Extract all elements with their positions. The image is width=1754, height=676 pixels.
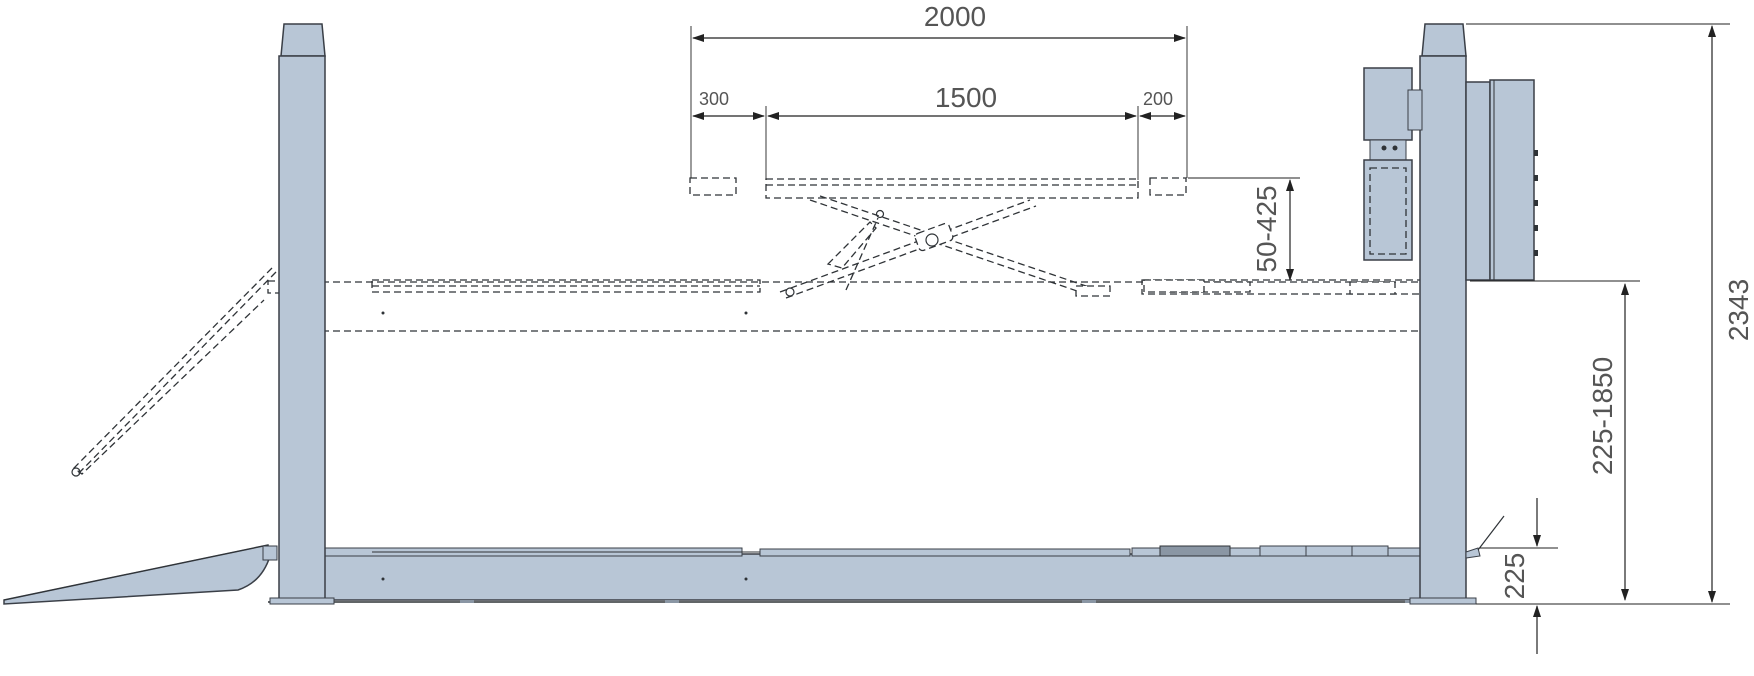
dim-platform-height-range: 225-1850 (1587, 357, 1618, 475)
lower-runway (268, 545, 1475, 603)
control-box (1465, 79, 1538, 281)
lower-ramp (3, 544, 278, 605)
dim-right-offset: 200 (1143, 89, 1173, 109)
raised-ramp-dashed (71, 267, 281, 477)
dim-overall-width: 2000 (924, 1, 986, 32)
dim-platform-width: 1500 (935, 82, 997, 113)
right-post (1409, 23, 1505, 605)
scissor-lift-dashed (689, 177, 1205, 299)
left-post (269, 23, 335, 605)
dim-total-height: 2343 (1723, 279, 1754, 341)
motor-unit (1363, 67, 1423, 261)
dimension-lines (690, 23, 1730, 654)
dim-left-offset: 300 (699, 89, 729, 109)
dim-scissor-height: 50-425 (1251, 185, 1282, 272)
raised-runway-dashed (322, 279, 1423, 332)
dim-ground-height: 225 (1499, 553, 1530, 600)
